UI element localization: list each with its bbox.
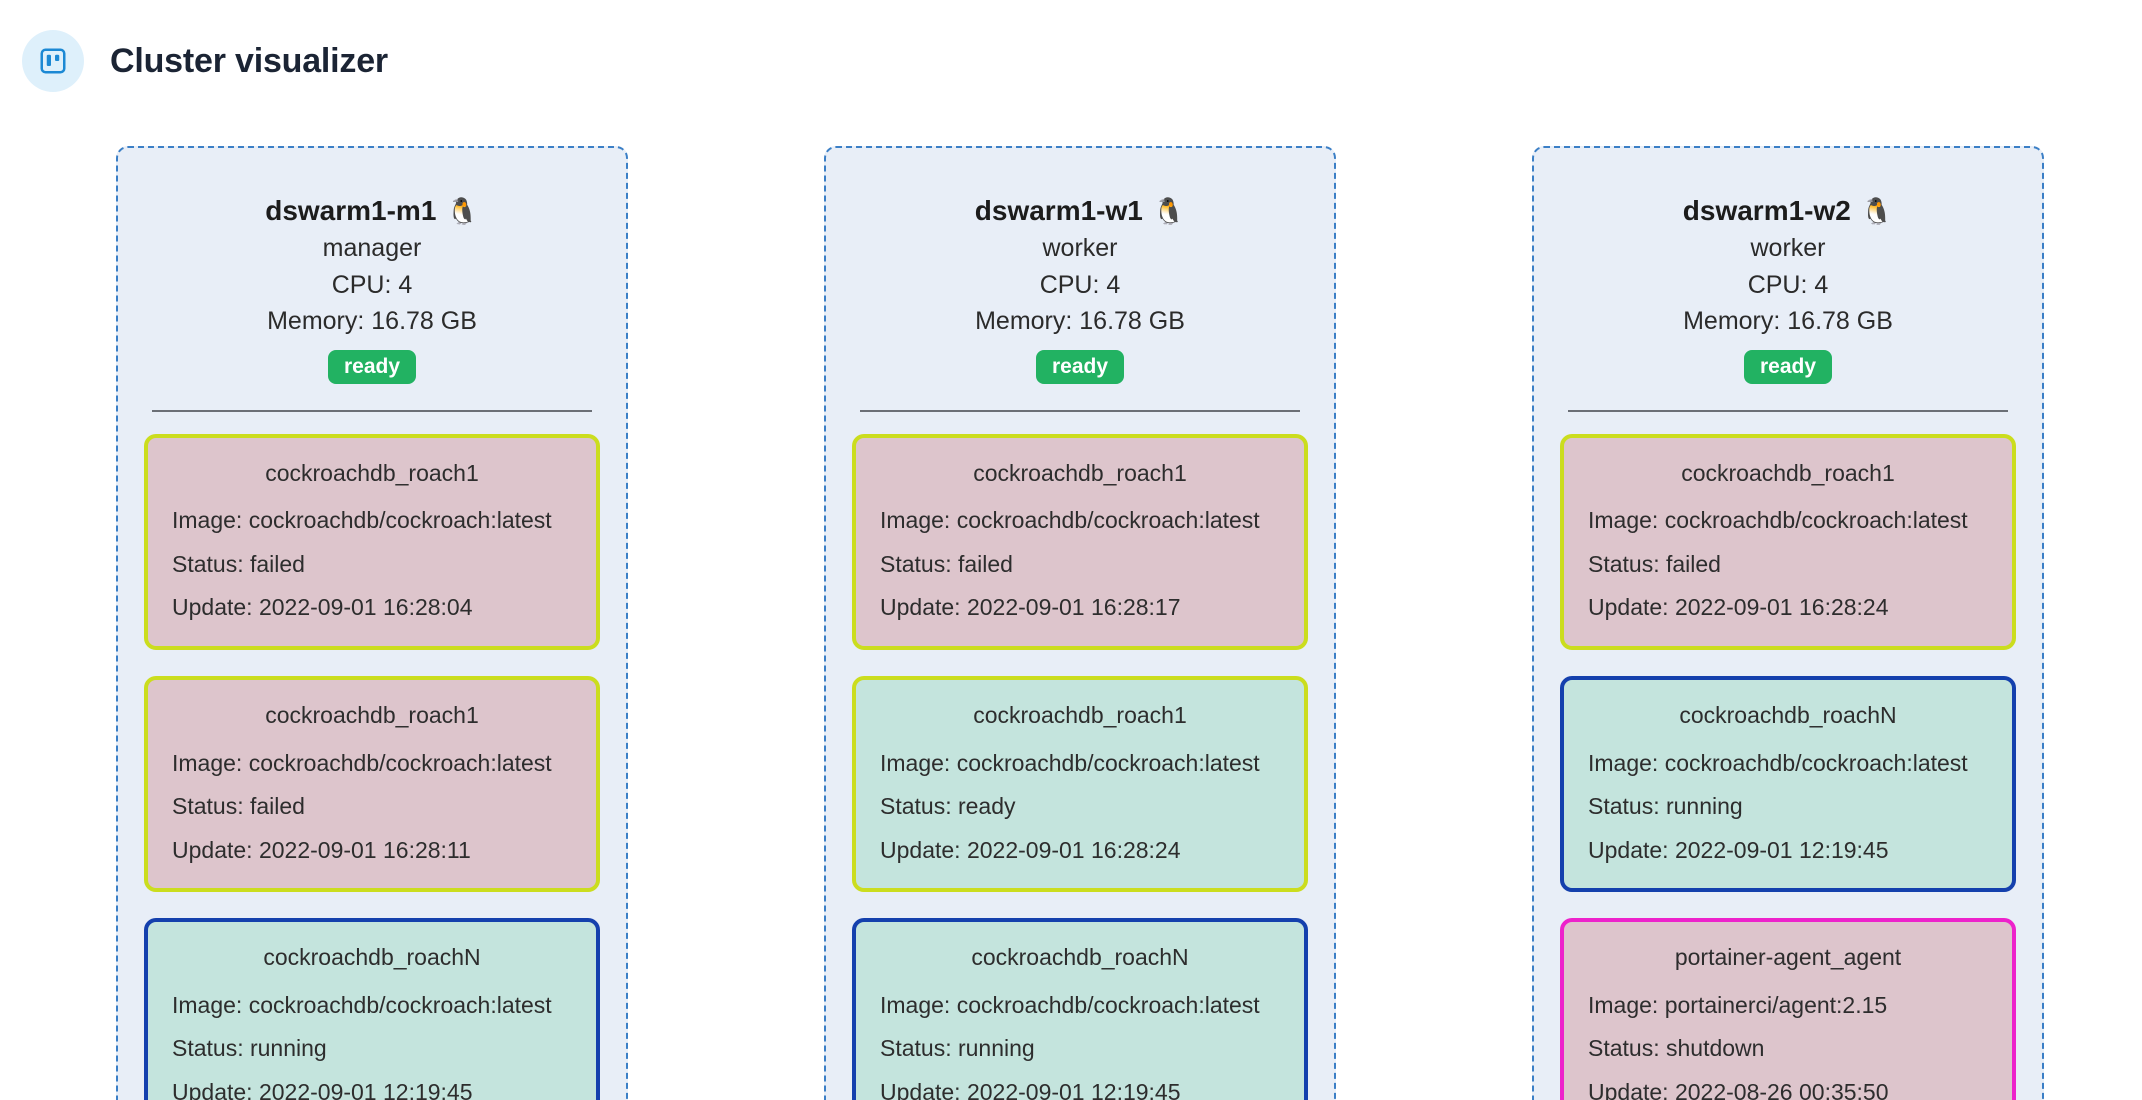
task-status: Status: running (172, 1035, 327, 1062)
app-header: Cluster visualizer (0, 0, 2142, 100)
task-update: Update: 2022-09-01 12:19:45 (172, 1079, 473, 1100)
task-status: Status: running (880, 1035, 1035, 1062)
task-image: Image: cockroachdb/cockroach:latest (880, 991, 1260, 1018)
task-image: Image: cockroachdb/cockroach:latest (880, 507, 1260, 534)
task-name: cockroachdb_roach1 (265, 459, 479, 486)
linux-penguin-icon: 🐧 (1152, 195, 1186, 226)
node-cpu: CPU: 4 (331, 270, 413, 299)
node-name-label: dswarm1-m1 (265, 195, 437, 226)
task-status: Status: failed (172, 793, 305, 820)
task-update: Update: 2022-09-01 16:28:04 (172, 594, 473, 621)
task-update: Update: 2022-09-01 16:28:11 (172, 836, 471, 863)
status-badge: ready (327, 349, 417, 384)
task-name: cockroachdb_roachN (263, 944, 481, 971)
task-name: portainer-agent_agent (1674, 944, 1902, 971)
task-name: cockroachdb_roach1 (1681, 459, 1895, 486)
task-card[interactable]: cockroachdb_roachN Image: cockroachdb/coc… (1560, 675, 2016, 893)
task-update: Update: 2022-09-01 12:19:45 (1588, 836, 1889, 863)
node-memory: Memory: 16.78 GB (1683, 307, 1893, 336)
task-status: Status: ready (880, 793, 1016, 820)
task-status: Status: failed (172, 550, 305, 577)
task-status: Status: shutdown (1588, 1035, 1765, 1062)
node-memory: Memory: 16.78 GB (975, 307, 1185, 336)
board-icon (38, 46, 68, 76)
node-status-row: ready (852, 349, 1308, 384)
task-image: Image: cockroachdb/cockroach:latest (1588, 507, 1968, 534)
task-card[interactable]: cockroachdb_roachN Image: cockroachdb/coc… (852, 918, 1308, 1100)
node-status-row: ready (144, 349, 600, 384)
node-memory: Memory: 16.78 GB (267, 307, 477, 336)
node-name: dswarm1-w2 🐧 (1560, 194, 2016, 227)
node-divider (860, 409, 1300, 412)
node-status-row: ready (1560, 349, 2016, 384)
status-badge: ready (1035, 349, 1125, 384)
node-name: dswarm1-m1 🐧 (144, 194, 600, 227)
task-name: cockroachdb_roach1 (265, 701, 479, 728)
task-name: cockroachdb_roach1 (973, 701, 1187, 728)
node-name: dswarm1-w1 🐧 (852, 194, 1308, 227)
task-name: cockroachdb_roachN (1679, 701, 1897, 728)
task-status: Status: running (1588, 793, 1743, 820)
task-name: cockroachdb_roach1 (973, 459, 1187, 486)
node-role: manager (322, 234, 422, 263)
task-card[interactable]: cockroachdb_roachN Image: cockroachdb/coc… (144, 918, 600, 1100)
task-update: Update: 2022-08-26 00:35:50 (1588, 1079, 1889, 1100)
task-name: cockroachdb_roachN (971, 944, 1189, 971)
app-logo-badge (22, 30, 84, 92)
task-image: Image: portainerci/agent:2.15 (1588, 991, 1888, 1018)
task-update: Update: 2022-09-01 16:28:24 (880, 836, 1181, 863)
task-update: Update: 2022-09-01 12:19:45 (880, 1079, 1181, 1100)
node-divider (152, 409, 592, 412)
task-update: Update: 2022-09-01 16:28:17 (880, 594, 1181, 621)
task-image: Image: cockroachdb/cockroach:latest (172, 749, 552, 776)
linux-penguin-icon: 🐧 (1860, 195, 1894, 226)
node-name-label: dswarm1-w1 (974, 195, 1143, 226)
page-title: Cluster visualizer (110, 42, 388, 80)
task-update: Update: 2022-09-01 16:28:24 (1588, 594, 1889, 621)
status-badge: ready (1743, 349, 1833, 384)
task-status: Status: failed (880, 550, 1013, 577)
node-divider (1568, 409, 2008, 412)
task-status: Status: failed (1588, 550, 1721, 577)
task-image: Image: cockroachdb/cockroach:latest (172, 507, 552, 534)
node-name-label: dswarm1-w2 (1682, 195, 1851, 226)
task-image: Image: cockroachdb/cockroach:latest (1588, 749, 1968, 776)
node-role: worker (1750, 234, 1826, 263)
task-image: Image: cockroachdb/cockroach:latest (880, 749, 1260, 776)
node-role: worker (1042, 234, 1118, 263)
node-cpu: CPU: 4 (1039, 270, 1121, 299)
task-image: Image: cockroachdb/cockroach:latest (172, 991, 552, 1018)
node-cpu: CPU: 4 (1747, 270, 1829, 299)
linux-penguin-icon: 🐧 (446, 195, 479, 226)
